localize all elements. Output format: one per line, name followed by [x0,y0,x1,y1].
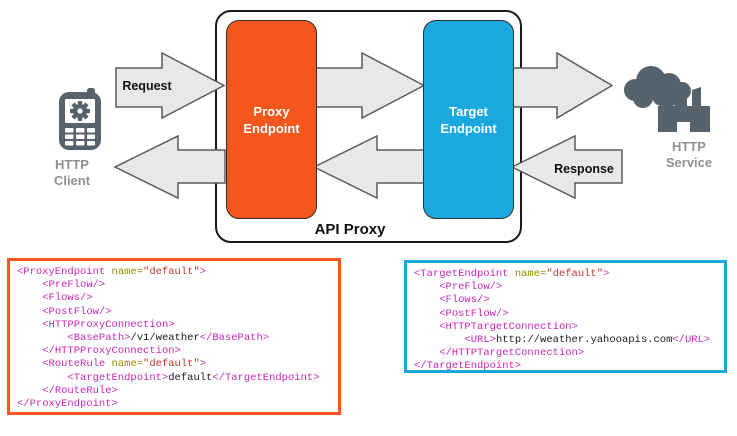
proxy-to-target-arrow [314,51,426,120]
target-endpoint-label-line2: Endpoint [440,120,497,136]
http-service-label-line1: HTTP [672,139,706,154]
code-line: </ProxyEndpoint> [17,397,118,410]
code-line: <ProxyEndpoint name="default"> [17,266,207,278]
proxy-endpoint-code-block: <ProxyEndpoint name="default"> <PreFlow/… [7,258,341,415]
target-endpoint-code-block: <TargetEndpoint name="default"> <PreFlow… [404,260,727,373]
http-service-label-line2: Service [665,155,713,170]
http-service-icon-wrap [622,60,717,134]
service-response-arrow [510,134,623,200]
code-line: <TargetEndpoint>default</TargetEndpoint> [67,371,320,384]
code-line: <HTTPTargetConnection> [439,320,578,333]
code-line: <PreFlow/> [439,281,503,294]
code-line: <PostFlow/> [42,305,112,318]
code-line: <Flows/> [42,292,93,305]
code-line: <TargetEndpoint name="default"> [414,268,610,280]
code-line: <HTTPProxyConnection> [42,318,175,331]
proxy-endpoint-label-line1: Proxy [253,103,290,119]
http-service-label: HTTP Service [649,139,729,171]
code-line: </HTTPProxyConnection> [42,345,181,358]
code-line: </RouteRule> [42,384,118,397]
proxy-to-client-arrow [113,134,226,200]
code-line: <RouteRule name="default"> [42,358,207,371]
factory-door [677,122,690,132]
code-line: <BasePath>/v1/weather</BasePath> [67,331,270,344]
code-line: <PreFlow/> [42,279,106,292]
response-arrow-label: Response [554,162,614,176]
target-to-proxy-arrow [312,134,425,200]
target-endpoint-label-line1: Target [449,103,488,119]
request-arrow-label: Request [122,79,172,93]
http-client-label-line2: Client [53,173,91,188]
gear-icon [70,101,90,121]
http-client-label: HTTP Client [32,157,112,189]
http-client-label-line1: HTTP [55,157,89,172]
code-line: <URL>http://weather.yahooapis.com</URL> [464,333,711,346]
code-line: </TargetEndpoint> [414,360,522,373]
http-client-icon-wrap [53,87,107,151]
target-endpoint-box: Target Endpoint [423,20,514,219]
request-arrow [115,51,226,120]
target-to-service-arrow [511,51,614,120]
code-line: </HTTPTargetConnection> [439,347,585,360]
factory-icon [624,66,710,132]
proxy-endpoint-label-line2: Endpoint [243,120,300,136]
code-line: <Flows/> [439,294,490,307]
code-line: <PostFlow/> [439,307,509,320]
api-proxy-label: API Proxy [314,221,386,238]
proxy-endpoint-box: Proxy Endpoint [226,20,317,219]
mobile-phone-icon [59,88,101,150]
